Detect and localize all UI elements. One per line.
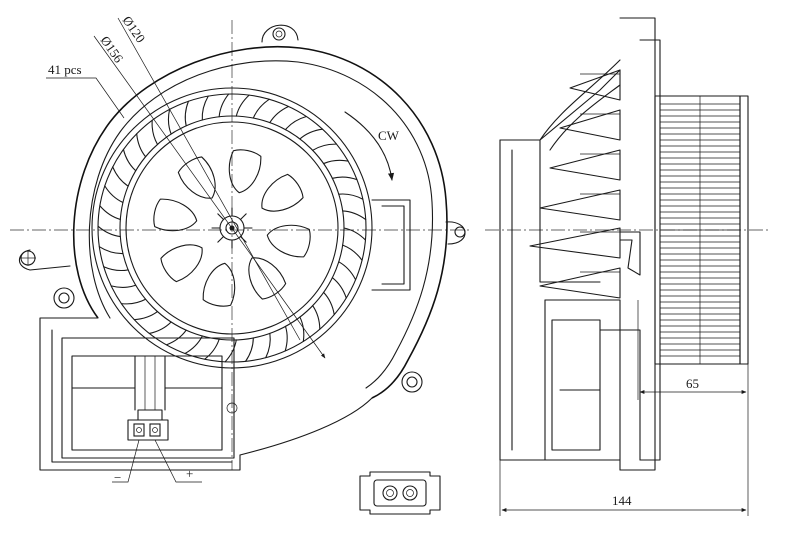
front-view: CW Ø156 Ø120 41 pcs − +	[10, 13, 470, 485]
motor-body	[619, 95, 749, 365]
mounting-lug-left	[18, 249, 71, 271]
hub-window	[261, 173, 304, 212]
connector-detail	[359, 471, 441, 515]
impeller-blade	[331, 277, 347, 299]
impeller-blade	[224, 339, 237, 363]
volute-housing	[39, 45, 448, 471]
impeller-blade	[338, 193, 364, 200]
impeller-blade	[323, 291, 335, 316]
impeller-blade	[284, 325, 288, 352]
dimension-motor-depth: 65	[686, 376, 699, 391]
impeller-blade	[167, 108, 172, 135]
impeller-blade	[120, 298, 147, 305]
terminal-positive-leader	[154, 439, 202, 483]
hub-window	[160, 244, 203, 283]
impeller-blade	[151, 119, 159, 145]
impeller-blade	[299, 316, 305, 342]
impeller-blade	[99, 205, 121, 220]
impeller-blade	[342, 210, 367, 221]
hub-window	[153, 198, 198, 232]
impeller-blade	[342, 244, 363, 261]
impeller-outer-ring	[91, 87, 373, 369]
impeller-blade	[201, 95, 209, 121]
rotation-label: CW	[378, 128, 400, 143]
side-housing	[499, 17, 661, 471]
impeller-blade	[338, 261, 357, 281]
blade-count-leader	[46, 77, 125, 119]
impeller-blade	[218, 93, 230, 118]
impeller-blade	[312, 305, 321, 330]
impeller-blade	[235, 94, 250, 117]
blade-count-label: 41 pcs	[48, 62, 82, 77]
impeller-blade	[252, 98, 270, 119]
impeller-blade	[299, 128, 324, 140]
side-impeller-wedges	[529, 69, 621, 299]
impeller-blade	[331, 176, 358, 181]
impeller-blade	[312, 143, 338, 151]
terminal-positive-label: +	[186, 466, 193, 481]
impeller-blade	[343, 227, 367, 241]
hub-windows	[153, 149, 311, 307]
impeller-blade	[136, 133, 147, 158]
impeller-blade	[165, 329, 187, 346]
impeller-blade	[204, 338, 220, 360]
diameter-120-leader	[117, 17, 301, 341]
side-blade-wedge	[569, 69, 621, 101]
impeller-blade	[184, 335, 203, 355]
side-blade-wedge	[529, 227, 621, 259]
mounting-lug-right	[445, 221, 466, 245]
impeller-blade	[269, 105, 289, 124]
dimension-overall-width: 144	[612, 493, 632, 508]
side-blade-wedge	[559, 109, 621, 141]
impeller-blade	[265, 332, 271, 359]
impeller-blade	[184, 100, 189, 127]
diameter-inner-label: Ø120	[120, 13, 149, 45]
impeller-blade	[104, 185, 124, 204]
rotation-arrow	[344, 111, 395, 181]
motor-fins	[660, 96, 740, 364]
connector-housing	[61, 337, 235, 459]
mounting-lug-lower-left	[53, 287, 75, 309]
impeller-blade	[103, 266, 129, 272]
impeller-blade	[112, 166, 129, 187]
impeller	[91, 87, 373, 369]
impeller-blade	[97, 225, 121, 238]
diameter-156-leader	[93, 35, 326, 359]
hub-window	[266, 224, 311, 258]
impeller-blade	[284, 115, 307, 131]
impeller-blades	[97, 93, 367, 363]
impeller-blade	[323, 159, 349, 165]
terminal-negative-leader	[112, 439, 140, 483]
hub-window	[248, 257, 287, 300]
impeller-blade	[245, 337, 254, 362]
impeller-blade	[98, 246, 124, 255]
terminal-negative-label: −	[114, 470, 121, 485]
side-view: 65 144	[485, 17, 770, 516]
side-blade-wedge	[539, 267, 621, 299]
mounting-lug-bottom-right	[226, 371, 423, 414]
hub-window	[202, 262, 236, 307]
hub-window	[177, 156, 216, 199]
impeller-blade	[110, 284, 137, 288]
impeller-blade	[133, 311, 159, 321]
side-blade-wedge	[539, 189, 621, 221]
side-blade-wedge	[549, 149, 621, 181]
impeller-blade	[122, 148, 137, 172]
mounting-lug-top	[261, 24, 299, 43]
diameter-outer-label: Ø156	[98, 33, 127, 66]
hub-window	[228, 149, 262, 194]
impeller-blade	[148, 321, 172, 335]
